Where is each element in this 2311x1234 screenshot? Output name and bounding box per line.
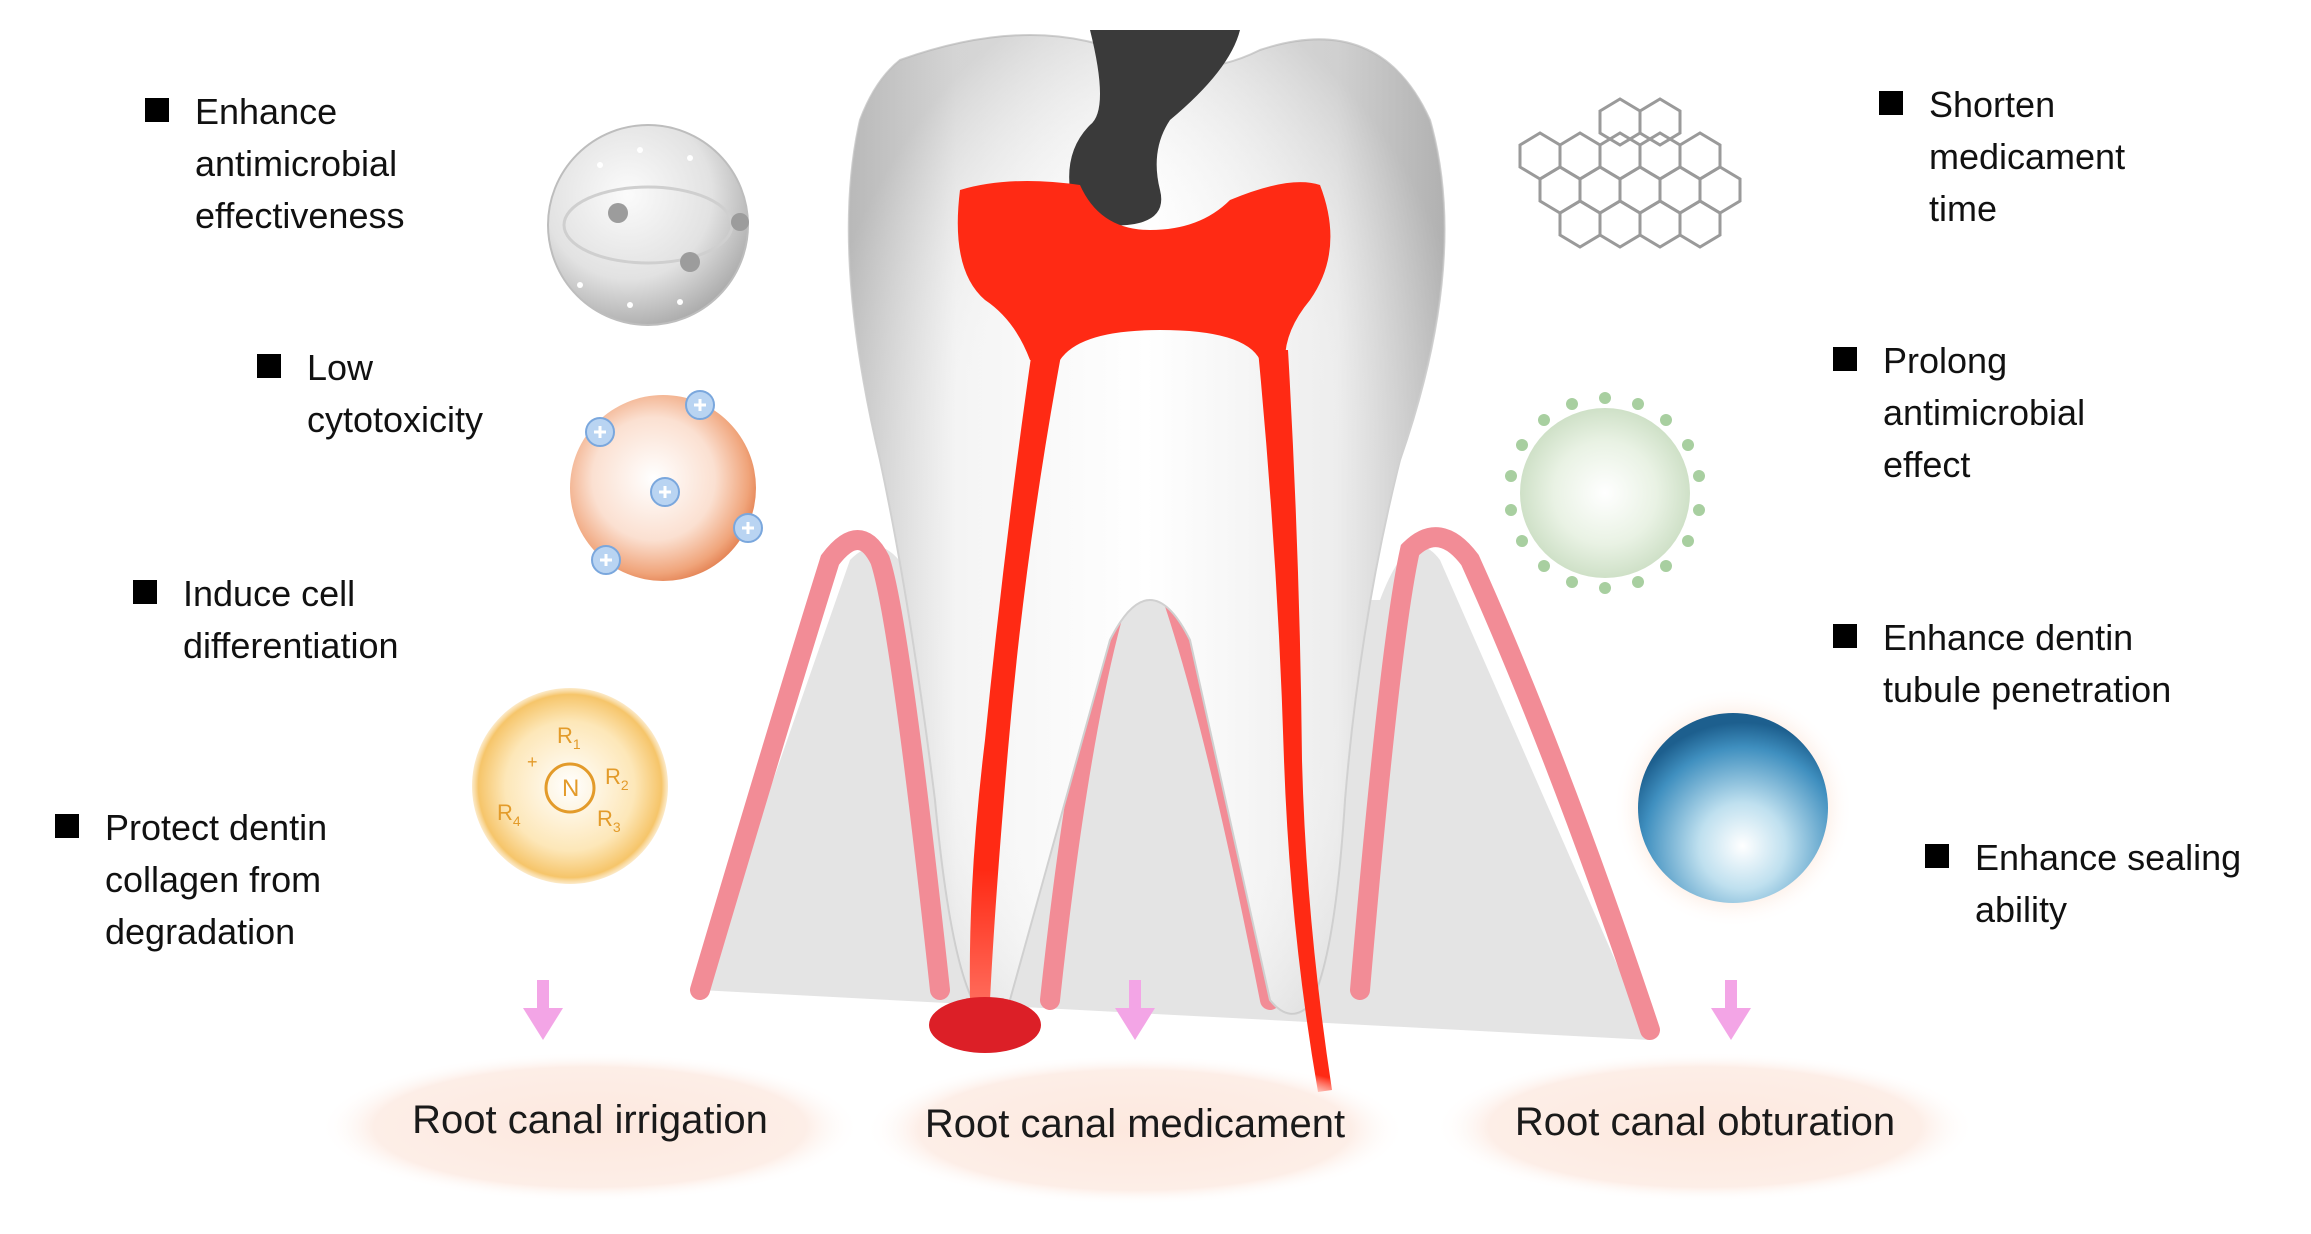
feature-line: Enhance dentin — [1883, 617, 2134, 658]
mol-plus: + — [527, 752, 538, 772]
stage-label-medicament: Root canal medicament — [924, 1102, 1346, 1146]
pulp-chamber — [957, 181, 1331, 360]
feature-line: Prolong — [1883, 340, 2008, 381]
feature-line: effect — [1883, 444, 1971, 485]
feature-line: Enhance — [195, 91, 338, 132]
bullet-square-icon — [133, 580, 157, 604]
feature-line: medicament — [1929, 136, 2126, 177]
bullet-square-icon — [1879, 91, 1903, 115]
feature-line: effectiveness — [195, 195, 405, 236]
stage-oval-irrigation — [320, 1052, 860, 1202]
bullet-square-icon — [55, 814, 79, 838]
arrow-down-obturation-icon — [1711, 980, 1751, 1040]
stage-oval-obturation — [1435, 1052, 1975, 1202]
feature-line: degradation — [105, 911, 296, 952]
gum-right — [1350, 527, 1660, 1040]
mol-r4: R4 — [497, 800, 521, 829]
feature-protect-collagen: Protect dentin collagen from degradation — [55, 802, 328, 958]
feature-line: differentiation — [183, 625, 399, 666]
feature-line: cytotoxicity — [307, 399, 484, 440]
feature-line: Shorten — [1929, 84, 2056, 125]
feature-line: collagen from — [105, 859, 322, 900]
feature-shorten-time: Shorten medicament time — [1879, 79, 2126, 235]
bioactive-glass-sphere-icon — [1613, 688, 1853, 928]
root-canal-left — [969, 350, 1062, 1000]
feature-prolong-effect: Prolong antimicrobial effect — [1833, 335, 2086, 491]
bullet-square-icon — [1925, 844, 1949, 868]
gum-left — [690, 530, 950, 1000]
bullet-square-icon — [257, 354, 281, 378]
chitosan-nanoparticle-icon — [570, 390, 763, 581]
feature-line: Protect dentin — [105, 807, 328, 848]
feature-line: antimicrobial — [195, 143, 398, 184]
feature-line: Enhance sealing — [1975, 837, 2242, 878]
feature-sealing-ability: Enhance sealing ability — [1925, 832, 2242, 936]
arrow-down-irrigation-icon — [523, 980, 563, 1040]
feature-tubule-penetration: Enhance dentin tubule penetration — [1833, 612, 2172, 716]
feature-line: time — [1929, 188, 1998, 229]
feature-line: tubule penetration — [1883, 669, 2172, 710]
feature-low-cytotoxicity: Low cytotoxicity — [257, 342, 484, 446]
feature-enhance-antimicrobial: Enhance antimicrobial effectiveness — [145, 86, 405, 242]
arrow-down-medicament-icon — [1115, 980, 1155, 1040]
quaternary-ammonium-icon — [472, 688, 668, 884]
mol-r3: R3 — [597, 806, 621, 835]
periapical-lesion — [929, 997, 1041, 1053]
feature-induce-differentiation: Induce cell differentiation — [133, 568, 399, 672]
mol-r2: R2 — [605, 764, 629, 793]
stage-label-irrigation: Root canal irrigation — [412, 1098, 768, 1142]
stage-oval-medicament — [865, 1055, 1405, 1205]
bullet-square-icon — [1833, 624, 1857, 648]
bullet-square-icon — [1833, 347, 1857, 371]
feature-line: Induce cell — [183, 573, 356, 614]
mol-r1: R1 — [557, 723, 581, 752]
liposome-icon — [1505, 392, 1705, 594]
mesoporous-silica-icon — [547, 124, 749, 326]
graphene-sheet-icon — [1518, 97, 1742, 249]
feature-line: Low — [307, 347, 374, 388]
stage-label-obturation: Root canal obturation — [1514, 1100, 1896, 1144]
root-canal-right — [1258, 350, 1332, 1092]
bullet-square-icon — [145, 98, 169, 122]
decay-cavity — [1069, 30, 1240, 226]
feature-line: ability — [1975, 889, 2068, 930]
feature-line: antimicrobial — [1883, 392, 2086, 433]
mol-n: N — [562, 775, 579, 802]
